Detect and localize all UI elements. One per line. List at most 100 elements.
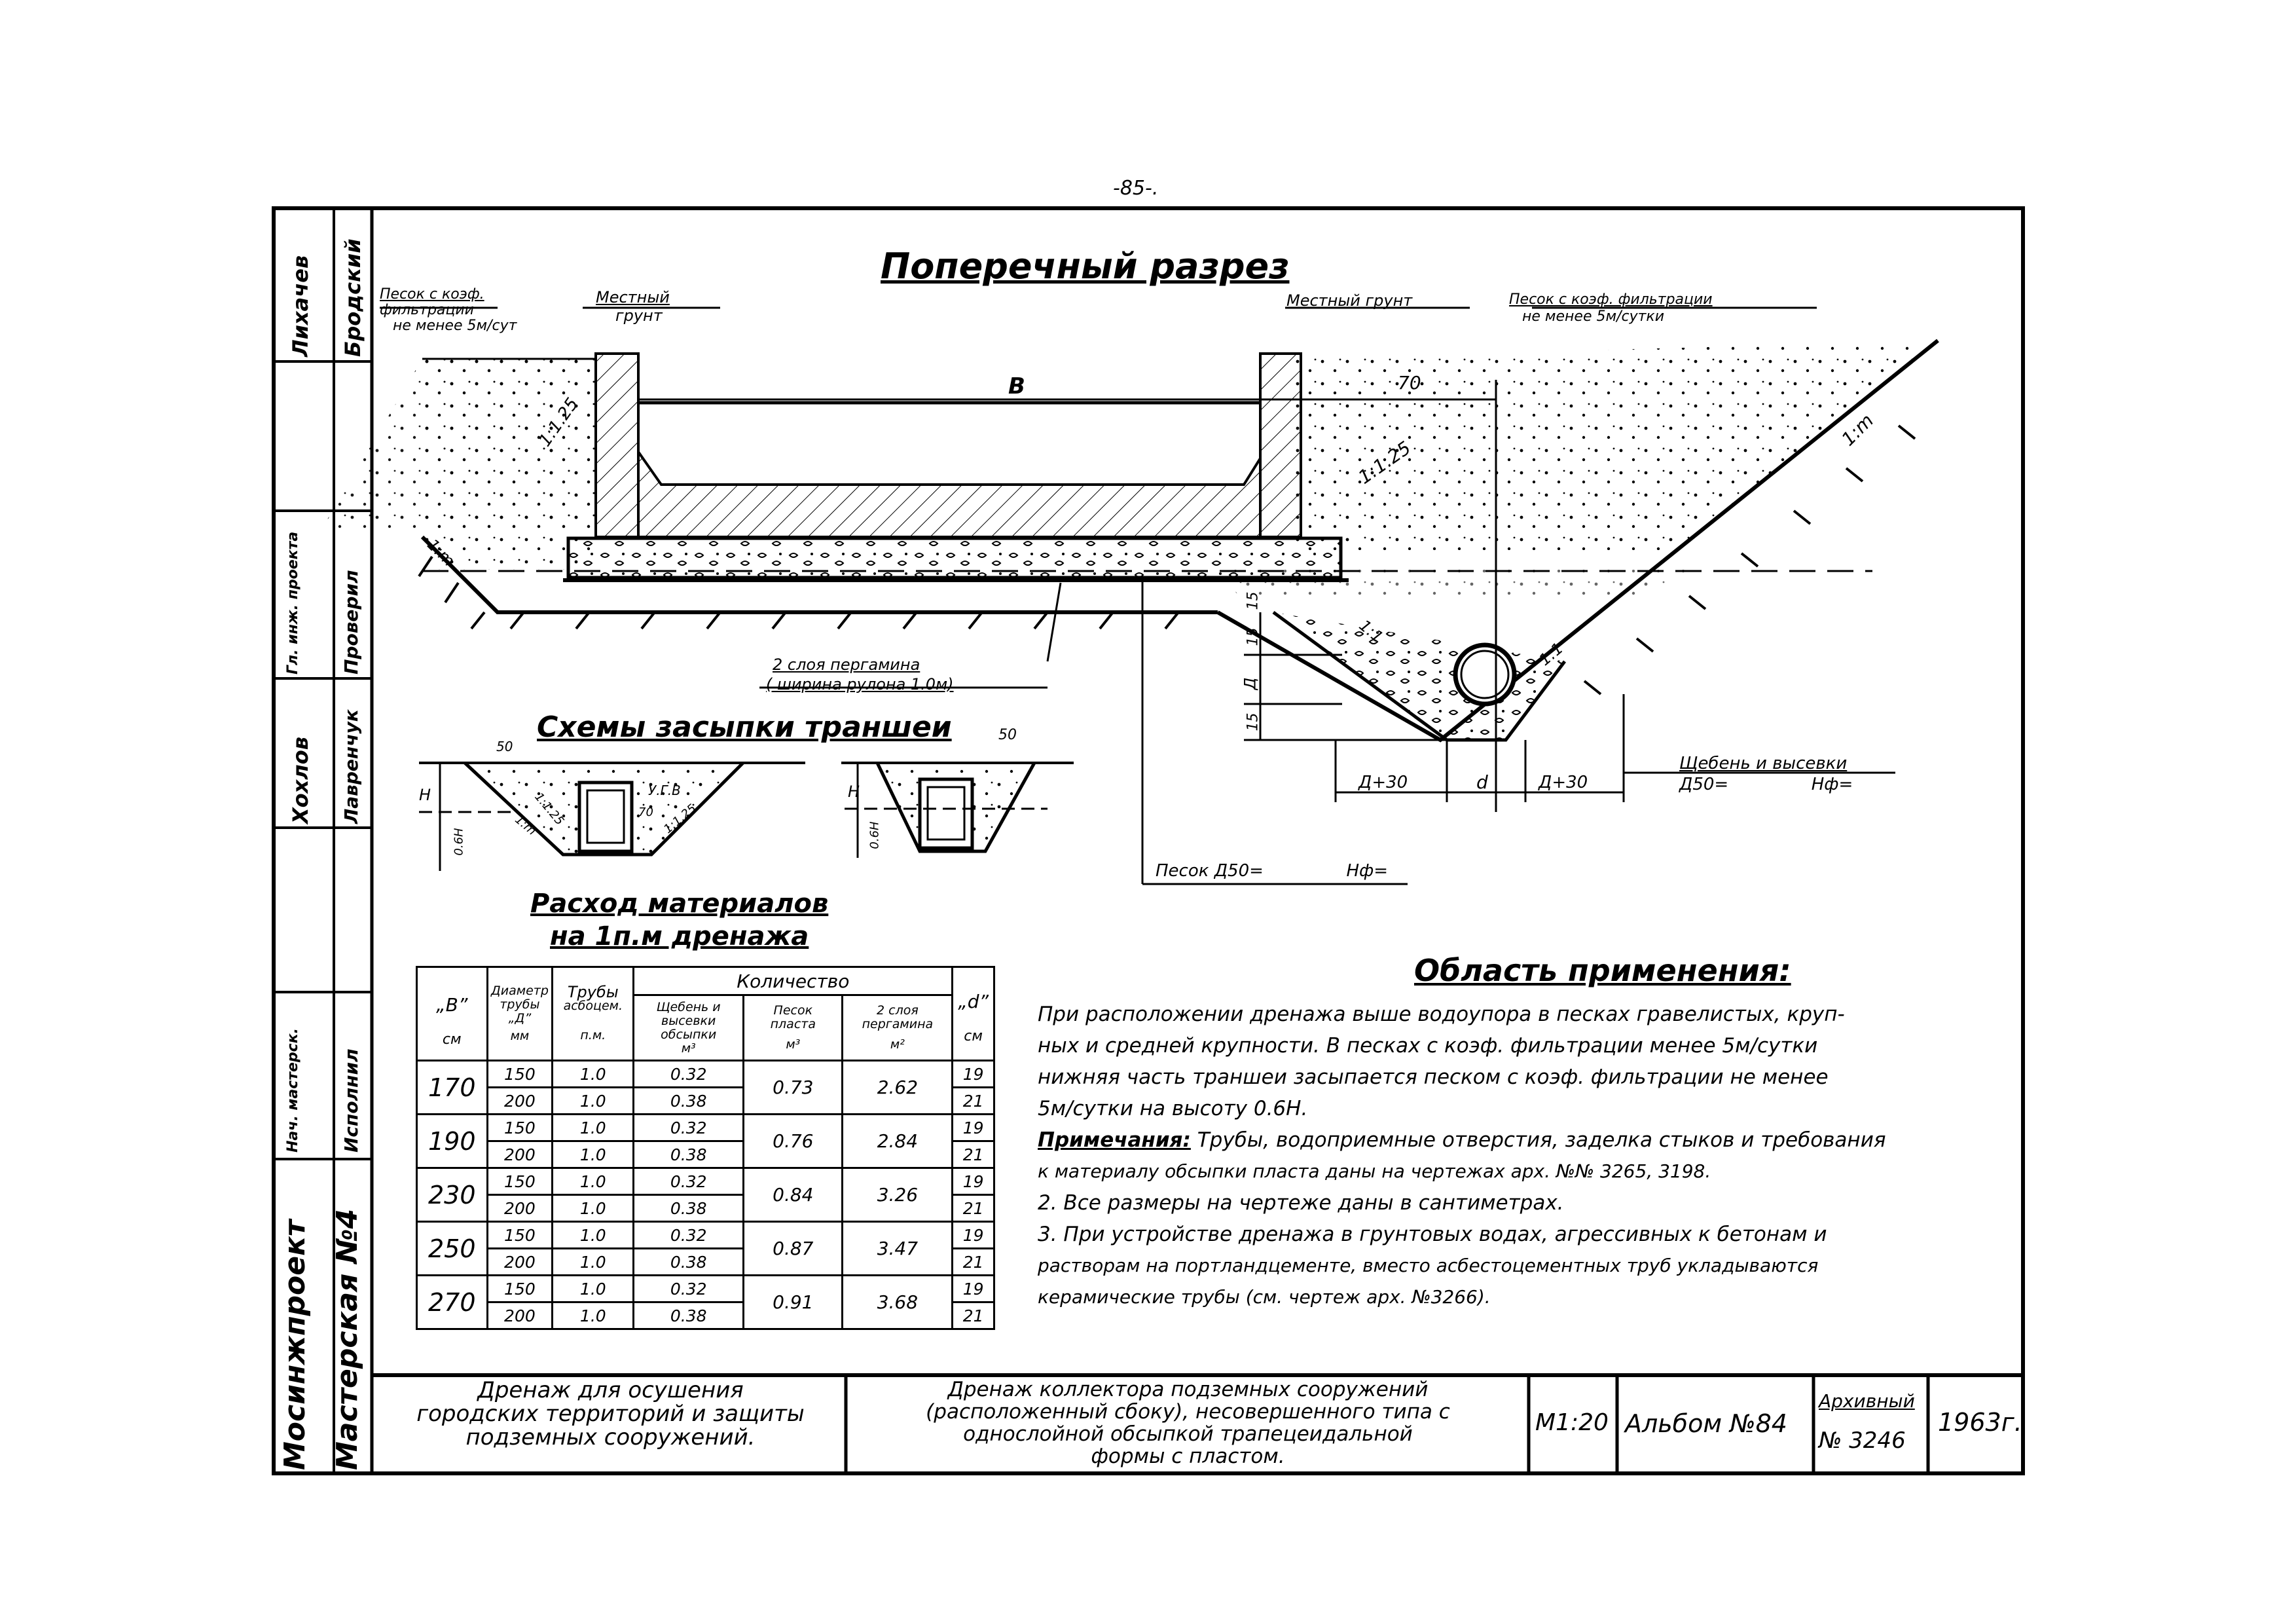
col-D-unit: мм xyxy=(510,1029,530,1043)
cell-D: 150 xyxy=(486,1274,554,1303)
cell-d: 21 xyxy=(951,1247,995,1276)
label-sand-left: Песок с коэф. фильтрации не менее 5м/сут xyxy=(380,287,517,334)
application-text: При расположении дренажа выше водоупора … xyxy=(1038,999,1886,1313)
title-left-3: подземных сооружений. xyxy=(465,1424,756,1450)
application-line-4: 5м/сутки на высоту 0.6Н. xyxy=(1038,1097,1308,1120)
cell-B: 190 xyxy=(416,1113,488,1169)
label-sand-bottom-2: Нф= xyxy=(1346,861,1389,881)
stamp-scale: М1:20 xyxy=(1535,1409,1609,1436)
cell-D: 150 xyxy=(486,1113,554,1142)
col-gravel-label-2: высевки xyxy=(661,1013,716,1028)
col-B-unit: см xyxy=(442,1031,462,1048)
table-row: 230 150 1.0 0.32 0.84 3.26 19 xyxy=(416,1167,995,1223)
col-gravel-label-3: обсыпки xyxy=(661,1027,717,1042)
col-gravel-label-1: Щебень и xyxy=(656,999,721,1014)
cell-sand: 0.73 xyxy=(742,1060,844,1115)
cell-gravel: 0.32 xyxy=(632,1221,745,1249)
page-number: -85-. xyxy=(1113,177,1159,200)
stamp-archive: Архивный № 3246 xyxy=(1819,1382,1915,1460)
cell-d: 19 xyxy=(951,1274,995,1303)
cell-D: 150 xyxy=(486,1060,554,1088)
col-qty-label: Количество xyxy=(737,970,850,992)
cell-roof: 3.26 xyxy=(841,1167,954,1223)
stamp-name-1: Исполнил xyxy=(340,1048,362,1153)
col-sand-label-2: пласта xyxy=(770,1017,816,1031)
title-mid-1: Дренаж коллектора подземных сооружений xyxy=(947,1378,1429,1401)
backfill-title: Схемы засыпки траншеи xyxy=(537,710,952,744)
label-gravel-1: Щебень и высевки xyxy=(1679,754,1848,773)
title-block-left: Дренаж для осушения городских территорий… xyxy=(376,1378,845,1449)
label-sand-right-1: Песок с коэф. фильтрации xyxy=(1509,291,1713,308)
stamp-person-3: Хохлов xyxy=(288,737,313,824)
col-D-label-2: трубы xyxy=(500,997,540,1012)
cell-D: 200 xyxy=(486,1086,554,1115)
cell-sand: 0.76 xyxy=(742,1113,844,1169)
title-mid-4: формы с пластом. xyxy=(1091,1445,1285,1468)
col-d-unit: см xyxy=(964,1028,983,1044)
cell-pipe: 1.0 xyxy=(551,1060,635,1088)
dim-15-a: 15 xyxy=(1245,591,1262,610)
col-d-label: „d” xyxy=(958,991,989,1012)
stamp-year: 1963г. xyxy=(1938,1408,2022,1437)
table-row: 190 150 1.0 0.32 0.76 2.84 19 xyxy=(416,1113,995,1169)
stamp-person-1: Лихачев xyxy=(288,255,313,357)
note-3a: 3. При устройстве дренажа в грунтовых во… xyxy=(1038,1223,1827,1246)
cell-B: 250 xyxy=(416,1221,488,1276)
col-D-label-1: Диаметр xyxy=(490,984,549,998)
backfill-dim-50-b: 50 xyxy=(998,727,1017,743)
cell-D: 200 xyxy=(486,1194,554,1223)
col-B-header: „В” см xyxy=(416,966,488,1061)
table-row: 250 150 1.0 0.32 0.87 3.47 19 xyxy=(416,1221,995,1276)
label-roofing-1: 2 слоя пергамина xyxy=(773,655,920,674)
stamp-role-1: Нач. мастерск. xyxy=(285,1028,301,1153)
col-sand-unit: м³ xyxy=(786,1037,801,1052)
note-2: 2. Все размеры на чертеже даны в сантиме… xyxy=(1038,1191,1564,1215)
cell-pipe: 1.0 xyxy=(551,1167,635,1196)
dim-B: В xyxy=(1008,373,1025,399)
col-qty-header: Количество xyxy=(632,966,954,996)
stamp-person-2: Бродский xyxy=(340,238,365,357)
stamp-name-2: Проверил xyxy=(340,570,362,674)
backfill-schemes xyxy=(419,762,1074,871)
label-gravel-2: Д50= xyxy=(1679,775,1729,794)
cell-gravel: 0.32 xyxy=(632,1167,745,1196)
note-1b: к материалу обсыпки пласта даны на черте… xyxy=(1038,1160,1711,1182)
label-sand-left-2: фильтрации xyxy=(380,302,474,318)
stamp-archive-2: № 3246 xyxy=(1819,1428,1906,1454)
cell-d: 21 xyxy=(951,1140,995,1169)
label-sand-left-1: Песок с коэф. xyxy=(380,286,484,303)
consumption-table: „В” см Диаметр трубы „Д” мм Трубы асбоце… xyxy=(416,966,995,1330)
consumption-title-1: Расход материалов xyxy=(530,889,829,919)
consumption-title: Расход материалов на 1п.м дренажа xyxy=(530,887,828,953)
col-pipes-unit: п.м. xyxy=(580,1027,606,1043)
cell-pipe: 1.0 xyxy=(551,1086,635,1115)
dim-D-vert: Д xyxy=(1241,677,1260,690)
table-row: 200 1.0 0.38 21 xyxy=(417,1301,995,1330)
col-roof-header: 2 слоя пергамина м² xyxy=(841,994,954,1061)
col-gravel-header: Щебень и высевки обсыпки м³ xyxy=(632,994,745,1061)
dim-d: d xyxy=(1476,771,1488,793)
cell-sand: 0.84 xyxy=(742,1167,844,1223)
table-row: 270 150 1.0 0.32 0.91 3.68 19 xyxy=(416,1274,995,1330)
col-pipes-label-1: Трубы xyxy=(567,982,619,1001)
application-line-2: ных и средней крупности. В песках с коэф… xyxy=(1038,1034,1818,1058)
col-pipes-label-2: асбоцем. xyxy=(563,998,623,1013)
cell-pipe: 1.0 xyxy=(551,1113,635,1142)
label-sand-right-2: не менее 5м/сутки xyxy=(1522,308,1665,325)
cell-D: 200 xyxy=(486,1140,554,1169)
cell-pipe: 1.0 xyxy=(551,1301,635,1330)
label-sand-bottom: Песок Д50= Нф= xyxy=(1156,861,1388,881)
col-pipes-header: Трубы асбоцем. п.м. xyxy=(551,966,635,1061)
cell-gravel: 0.38 xyxy=(632,1140,745,1169)
cell-d: 21 xyxy=(951,1086,995,1115)
notes-line-1: Примечания: Трубы, водоприемные отверсти… xyxy=(1038,1124,1886,1156)
cell-d: 19 xyxy=(951,1060,995,1088)
col-d-header: „d” см xyxy=(951,966,995,1061)
backfill-dim-06H-b: 0.6H xyxy=(867,821,882,849)
cell-sand: 0.87 xyxy=(742,1221,844,1276)
drain-pipe xyxy=(1453,642,1517,707)
cell-sand: 0.91 xyxy=(742,1274,844,1330)
stamp-person-4: Лавренчук xyxy=(340,709,362,824)
backfill-dim-H-b: H xyxy=(848,783,860,801)
note-3c: керамические трубы (см. чертеж арх. №326… xyxy=(1038,1286,1491,1308)
